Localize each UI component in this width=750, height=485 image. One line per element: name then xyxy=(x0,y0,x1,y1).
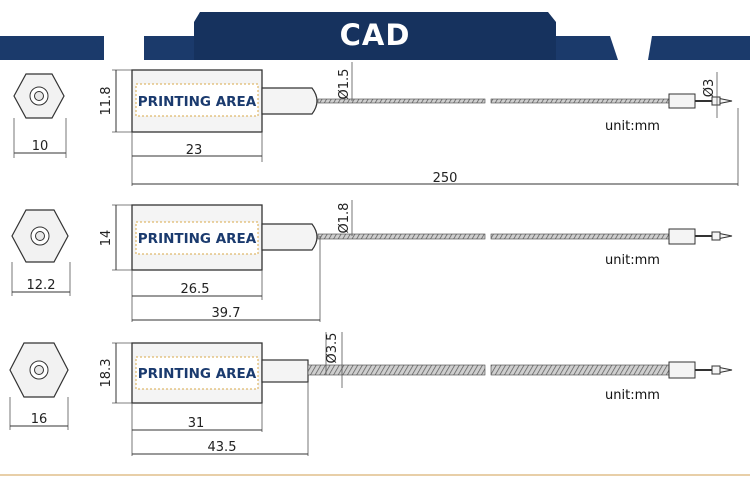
overall-length-label-2: 39.7 xyxy=(212,306,241,321)
wire-end-cap-1 xyxy=(668,93,696,109)
hex-hole-inner-3 xyxy=(34,365,44,375)
seal-1: 10 11.8 PRINTING AREA Ø1.5 Ø3 unit:mm 23… xyxy=(13,62,739,186)
footer-divider xyxy=(0,474,750,476)
wire-diameter-label-2: Ø1.8 xyxy=(337,203,352,234)
wire-segment-1b xyxy=(490,98,670,104)
hex-hole-inner-1 xyxy=(34,91,44,101)
unit-label-1: unit:mm xyxy=(605,119,660,134)
hex-width-label-3: 16 xyxy=(31,412,48,427)
header-center-tab xyxy=(194,12,556,60)
hex-hole-inner-2 xyxy=(35,231,45,241)
wire-end-cap-3 xyxy=(668,361,696,379)
total-length-label-1: 250 xyxy=(433,171,458,186)
header-gap-right-slant xyxy=(610,36,652,60)
head-height-label-1: 11.8 xyxy=(99,87,114,116)
header-banner xyxy=(0,12,750,60)
wire-segment-2b xyxy=(490,233,670,240)
wire-diameter-label-1: Ø1.5 xyxy=(337,69,352,100)
header-gap-left-slant xyxy=(104,36,144,60)
body-length-label-1: 23 xyxy=(186,143,203,158)
seal-2: 12.2 14 PRINTING AREA Ø1.8 unit:mm 26.5 … xyxy=(11,200,733,322)
wire-segment-1a xyxy=(317,98,486,104)
printing-area-label-2: PRINTING AREA xyxy=(138,231,257,247)
printing-area-box-3 xyxy=(135,356,259,390)
wire-end-cap-2 xyxy=(668,228,696,245)
printing-area-label-3: PRINTING AREA xyxy=(138,366,257,382)
header-right-tab xyxy=(648,36,750,60)
tip-diameter-label-1: Ø3 xyxy=(702,79,717,98)
seal-collar-1 xyxy=(261,87,318,115)
seal-collar-3 xyxy=(261,359,309,383)
unit-label-2: unit:mm xyxy=(605,253,660,268)
printing-area-box-2 xyxy=(135,221,259,255)
printing-area-label-1: PRINTING AREA xyxy=(138,94,257,110)
header-left-tab xyxy=(0,36,104,60)
wire-segment-3b xyxy=(490,364,670,376)
seal-3: 16 18.3 PRINTING AREA Ø3.5 unit:mm 31 43… xyxy=(9,332,733,456)
head-height-label-3: 18.3 xyxy=(99,359,114,388)
printing-area-box-1 xyxy=(135,83,259,117)
page-title: CAD xyxy=(339,18,411,52)
body-length-label-2: 26.5 xyxy=(181,282,210,297)
overall-length-label-3: 43.5 xyxy=(208,440,237,455)
hex-width-label-1: 10 xyxy=(32,139,49,154)
wire-diameter-label-3: Ø3.5 xyxy=(325,333,340,364)
wire-segment-2a xyxy=(317,233,486,240)
wire-segment-3a xyxy=(307,364,486,376)
body-length-label-3: 31 xyxy=(188,416,205,431)
unit-label-3: unit:mm xyxy=(605,388,660,403)
seal-collar-2 xyxy=(261,223,318,251)
head-height-label-2: 14 xyxy=(99,230,114,247)
hex-width-label-2: 12.2 xyxy=(27,278,56,293)
